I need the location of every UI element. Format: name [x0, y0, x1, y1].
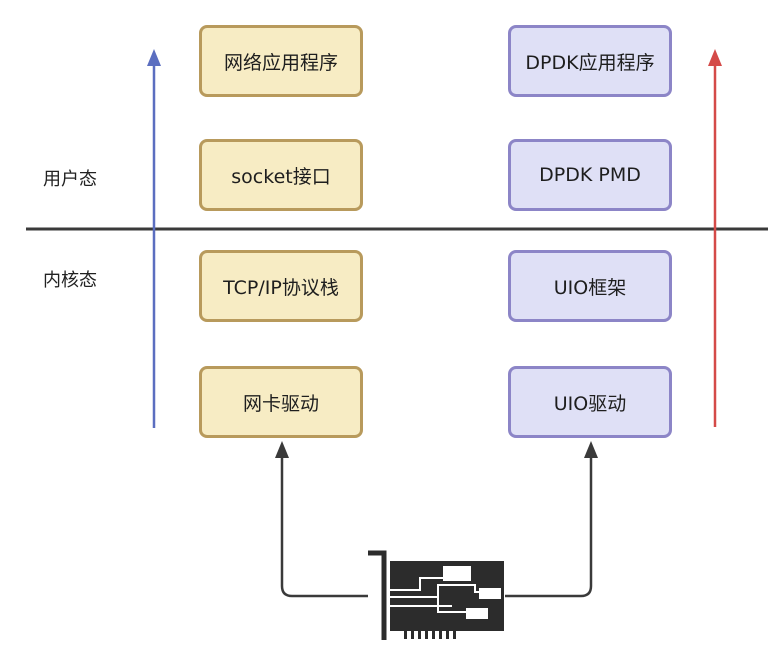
legacy-path-arrow: [147, 49, 161, 428]
legacy-layer-label: 网卡驱动: [242, 392, 319, 415]
user-space-label: 用户态: [43, 169, 97, 190]
nic-uio-arrowhead-icon: [584, 441, 598, 458]
legacy-arrowhead-icon: [147, 49, 161, 66]
legacy-layer-label: 网络应用程序: [223, 51, 338, 74]
dpdk-path-arrow: [708, 49, 722, 427]
legacy-layer-label: TCP/IP协议栈: [223, 276, 339, 299]
dpdk-layer-label: UIO框架: [553, 276, 627, 299]
kernel-space-label: 内核态: [43, 270, 97, 291]
legacy-layer-label: socket接口: [231, 165, 331, 188]
legacy-layer-tcpip: TCP/IP协议栈: [199, 250, 363, 322]
legacy-layer-socket: socket接口: [199, 139, 363, 211]
dpdk-layer-label: DPDK应用程序: [525, 51, 655, 74]
nic-legacy-arrowhead-icon: [275, 441, 289, 458]
legacy-layer-network-app: 网络应用程序: [199, 25, 363, 97]
dpdk-layer-uio-framework: UIO框架: [508, 250, 672, 322]
nic-to-uio-driver-arrow: [505, 441, 598, 598]
dpdk-layer-uio-driver: UIO驱动: [508, 366, 672, 438]
dpdk-layer-app: DPDK应用程序: [508, 25, 672, 97]
dpdk-layer-label: DPDK PMD: [539, 164, 641, 186]
legacy-layer-nic-driver: 网卡驱动: [199, 366, 363, 438]
dpdk-layer-pmd: DPDK PMD: [508, 139, 672, 211]
dpdk-layer-label: UIO驱动: [553, 392, 627, 415]
network-card-icon: [368, 550, 504, 640]
dpdk-arrowhead-icon: [708, 49, 722, 66]
nic-to-legacy-driver-arrow: [275, 441, 368, 598]
